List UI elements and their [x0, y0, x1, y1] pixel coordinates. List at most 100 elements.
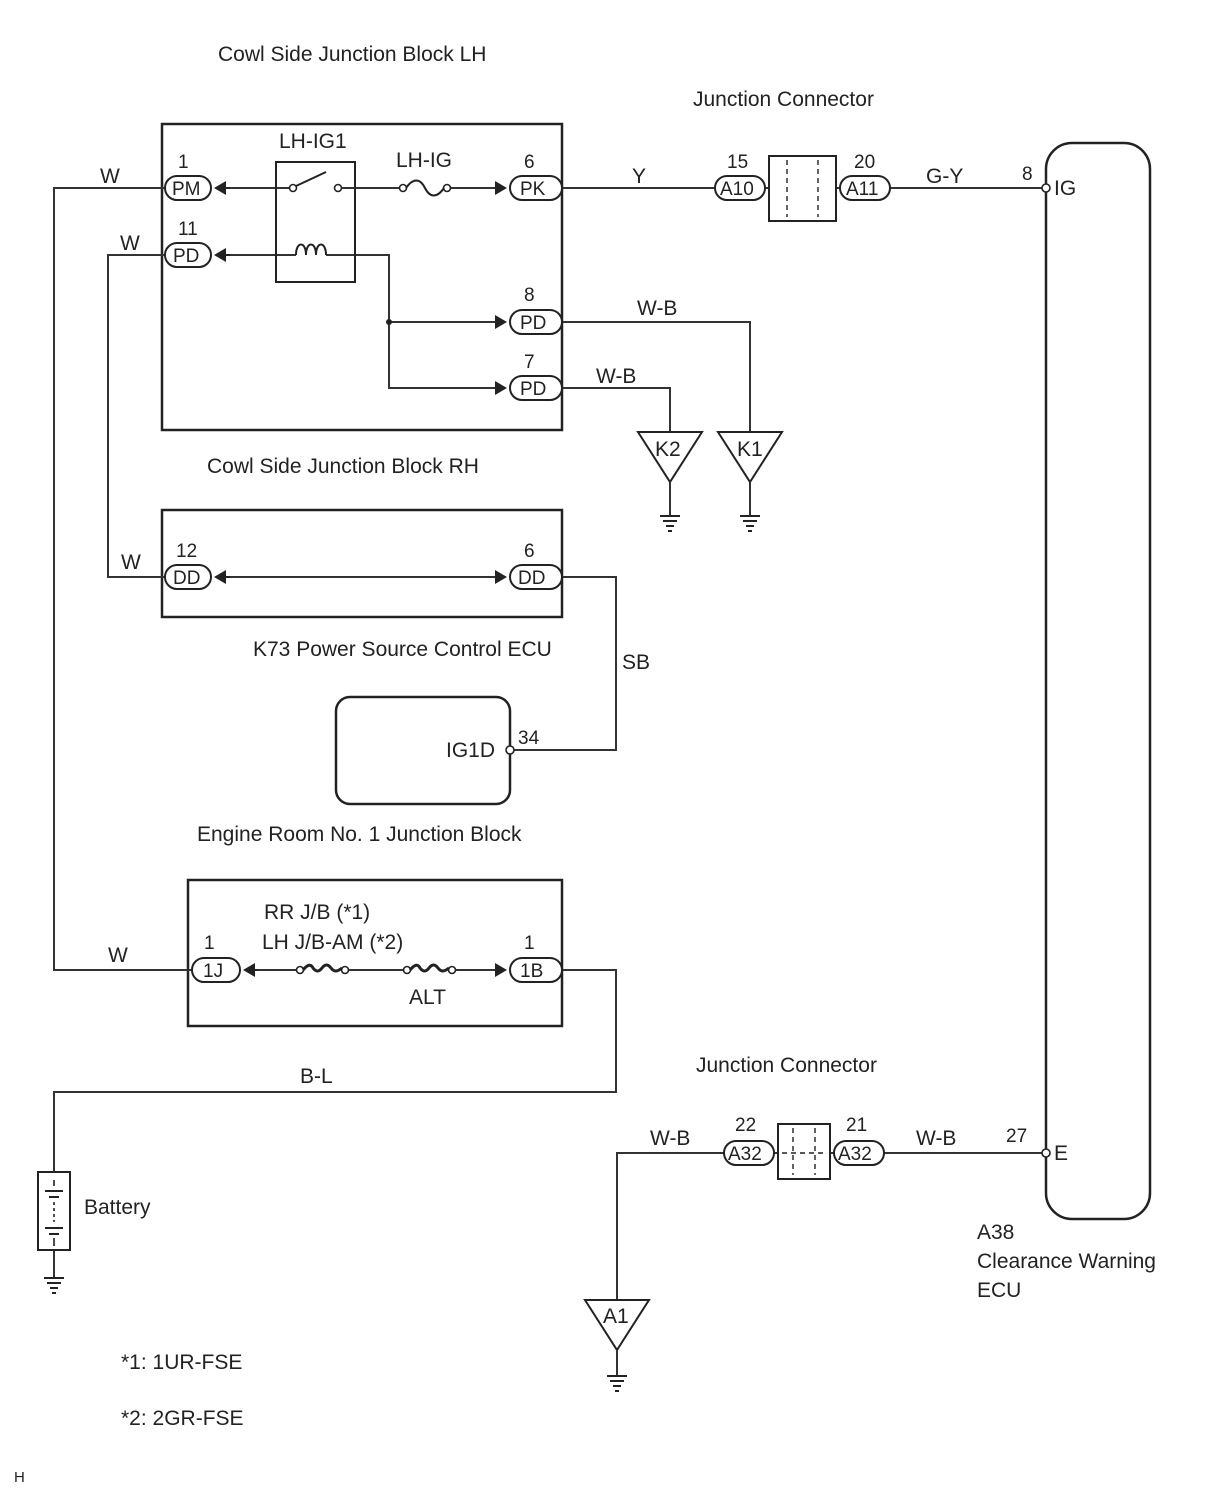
wire-label-w-pd: W — [120, 232, 140, 255]
connector-a32-22 — [723, 1140, 775, 1166]
wire-b-l — [53, 969, 617, 1172]
connector-pk-pin: 6 — [524, 152, 535, 173]
junction-connector-bottom-title: Junction Connector — [696, 1054, 877, 1077]
connector-dd-12 — [164, 564, 230, 590]
terminal-ig1d-name: IG1D — [446, 739, 495, 762]
connector-a32-22-name: A32 — [728, 1144, 762, 1165]
cowl-lh-title: Cowl Side Junction Block LH — [218, 43, 486, 66]
connector-dd-6 — [495, 564, 563, 590]
terminal-e — [1041, 1148, 1051, 1158]
connector-a32-21 — [833, 1140, 885, 1166]
wire-label-g-y: G-Y — [926, 165, 963, 188]
connector-a11 — [839, 175, 891, 201]
connector-dd-12-pin: 12 — [176, 541, 197, 562]
wire-label-w-b-e: W-B — [916, 1127, 956, 1150]
connector-1j-pin: 1 — [204, 933, 215, 954]
ground-point-k2-label: K2 — [655, 438, 681, 461]
ground-point-a1 — [583, 1299, 651, 1392]
connector-1b-pin: 1 — [524, 933, 535, 954]
connector-a10-name: A10 — [720, 179, 754, 200]
connector-pd-7-pin: 7 — [524, 352, 535, 373]
connector-pk — [495, 175, 563, 201]
wire-label-b-l: B-L — [300, 1065, 333, 1088]
terminal-ig1d — [505, 745, 515, 755]
connector-1j-name: 1J — [203, 961, 223, 982]
connector-pd-7-name: PD — [520, 379, 546, 400]
terminal-e-name: E — [1054, 1142, 1068, 1165]
connector-dd-6-name: DD — [518, 568, 545, 589]
ecu-name-line1: Clearance Warning — [977, 1250, 1156, 1273]
fuse-alt — [402, 963, 457, 975]
connector-pd-8-pin: 8 — [524, 285, 535, 306]
connector-pd-11-pin: 11 — [178, 219, 198, 240]
cowl-rh-block — [160, 508, 564, 619]
connector-pd-8-name: PD — [520, 313, 546, 334]
terminal-ig-pin: 8 — [1022, 164, 1033, 185]
wire-w-pm-to-1j — [53, 187, 192, 971]
cowl-rh-title: Cowl Side Junction Block RH — [207, 455, 479, 478]
connector-a11-name: A11 — [846, 179, 878, 200]
wire-label-sb: SB — [622, 651, 650, 674]
corner-mark: H — [14, 1469, 25, 1486]
fuse-lh-jb-am-label: LH J/B-AM (*2) — [262, 931, 403, 954]
engine-room-block — [186, 878, 564, 1028]
relay-coil — [295, 243, 327, 256]
wire-label-w-pm: W — [100, 165, 120, 188]
fuse-alt-label: ALT — [409, 986, 446, 1009]
battery-label: Battery — [84, 1196, 151, 1219]
fuse-lh-ig — [398, 179, 452, 197]
fuse-lh-ig-label: LH-IG — [396, 149, 452, 172]
connector-a11-pin: 20 — [854, 152, 875, 173]
relay-switch-contact — [295, 171, 327, 187]
wire-sb — [512, 576, 617, 751]
ground-point-k2 — [636, 431, 704, 532]
splice-dot — [386, 319, 392, 325]
connector-a10 — [714, 175, 766, 201]
battery-symbol — [37, 1171, 71, 1251]
connector-a32-21-pin: 21 — [846, 1115, 867, 1136]
junction-connector-top-title: Junction Connector — [693, 88, 874, 111]
battery-ground — [44, 1277, 64, 1294]
connector-pd-8 — [495, 309, 563, 335]
wire-label-w-1j: W — [108, 944, 128, 967]
wire-w-b-pd7 — [562, 387, 671, 432]
engine-room-title: Engine Room No. 1 Junction Block — [197, 823, 522, 846]
connector-pd-11 — [164, 242, 230, 268]
clearance-warning-ecu-box — [1044, 141, 1152, 1221]
connector-1b — [495, 957, 563, 983]
connector-1j — [191, 957, 258, 983]
wire-label-w-dd: W — [121, 551, 141, 574]
connector-pm — [164, 175, 230, 201]
connector-pm-name: PM — [172, 179, 201, 200]
connector-dd-12-name: DD — [173, 568, 200, 589]
ecu-code-label: A38 — [977, 1221, 1014, 1244]
terminal-ig1d-pin: 34 — [518, 728, 540, 749]
connector-a32-21-name: A32 — [838, 1144, 872, 1165]
relay-lh-ig1 — [275, 161, 356, 283]
connector-pk-name: PK — [520, 179, 546, 200]
wire-label-w-b-pd8: W-B — [637, 297, 677, 320]
junction-connector-bottom-box — [777, 1123, 831, 1180]
cowl-lh-block — [160, 122, 564, 432]
terminal-e-pin: 27 — [1006, 1126, 1027, 1147]
fuse-rr-jb-label: RR J/B (*1) — [264, 901, 370, 924]
footnote-2: *2: 2GR-FSE — [121, 1407, 244, 1430]
wire-label-w-b-pd7: W-B — [596, 365, 636, 388]
wire-label-y: Y — [632, 165, 646, 188]
ground-point-a1-label: A1 — [603, 1305, 629, 1328]
terminal-ig — [1041, 183, 1051, 193]
connector-a32-22-pin: 22 — [735, 1115, 756, 1136]
ground-point-k1-label: K1 — [737, 438, 763, 461]
connector-pd-11-name: PD — [173, 246, 199, 267]
connector-a10-pin: 15 — [727, 152, 748, 173]
footnote-1: *1: 1UR-FSE — [121, 1351, 242, 1374]
connector-pm-pin: 1 — [178, 152, 189, 173]
fuse-rr-jb — [295, 963, 350, 975]
connector-dd-6-pin: 6 — [524, 541, 535, 562]
k73-title: K73 Power Source Control ECU — [253, 638, 552, 661]
wire-w-b-pd8 — [562, 321, 751, 432]
wire-label-w-b-a1: W-B — [650, 1127, 690, 1150]
wire-w-b-a1 — [616, 1152, 724, 1300]
